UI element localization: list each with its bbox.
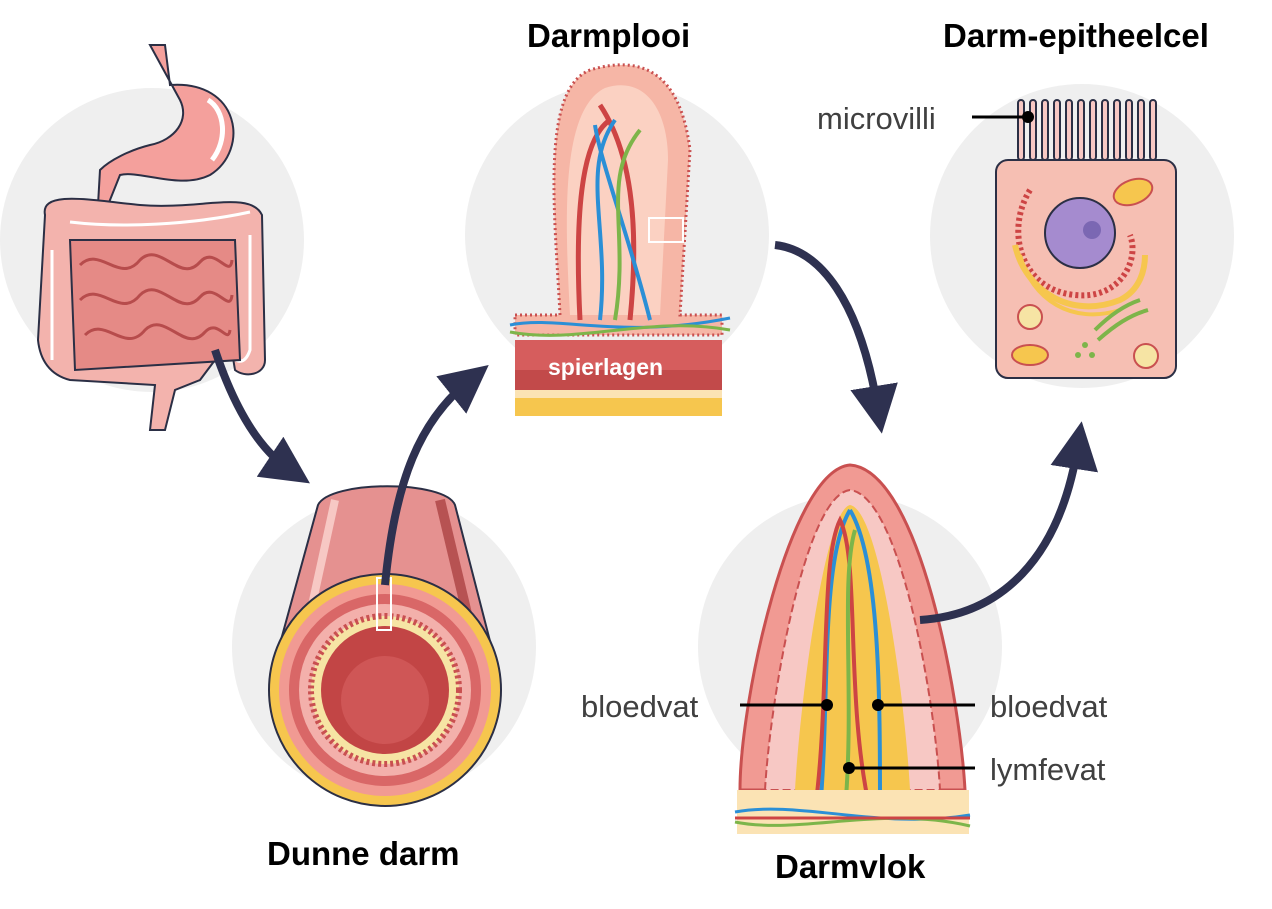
callout-lines [740, 115, 1028, 770]
small-intestine-tube [268, 485, 502, 807]
nucleus [1044, 197, 1116, 269]
label-bloedvat-right: bloedvat [990, 689, 1108, 724]
stomach [96, 44, 235, 206]
label-spierlagen: spierlagen [548, 354, 664, 380]
flow-arrows [211, 241, 1098, 624]
label-lymfevat: lymfevat [990, 752, 1106, 787]
arrow-villus-to-cell [919, 421, 1098, 624]
epithelial-cell-illustration [995, 99, 1177, 379]
title-darm-epitheelcel: Darm-epitheelcel [943, 17, 1209, 54]
villus-illustration [734, 463, 971, 834]
callout-dots [821, 111, 1034, 774]
title-darmplooi: Darmplooi [527, 17, 691, 54]
arrow-fold-to-villus [774, 241, 898, 434]
arrow-digestive-to-intestine [211, 348, 310, 484]
title-dunne-darm: Dunne darm [267, 835, 460, 872]
villus-fold-illustration [509, 63, 731, 416]
microvilli-brush [1017, 99, 1157, 161]
arrow-intestine-to-fold [381, 364, 489, 586]
label-microvilli: microvilli [817, 101, 936, 136]
digestive-system-illustration [36, 44, 267, 431]
label-bloedvat-left: bloedvat [581, 689, 699, 724]
title-darmvlok: Darmvlok [775, 848, 926, 885]
